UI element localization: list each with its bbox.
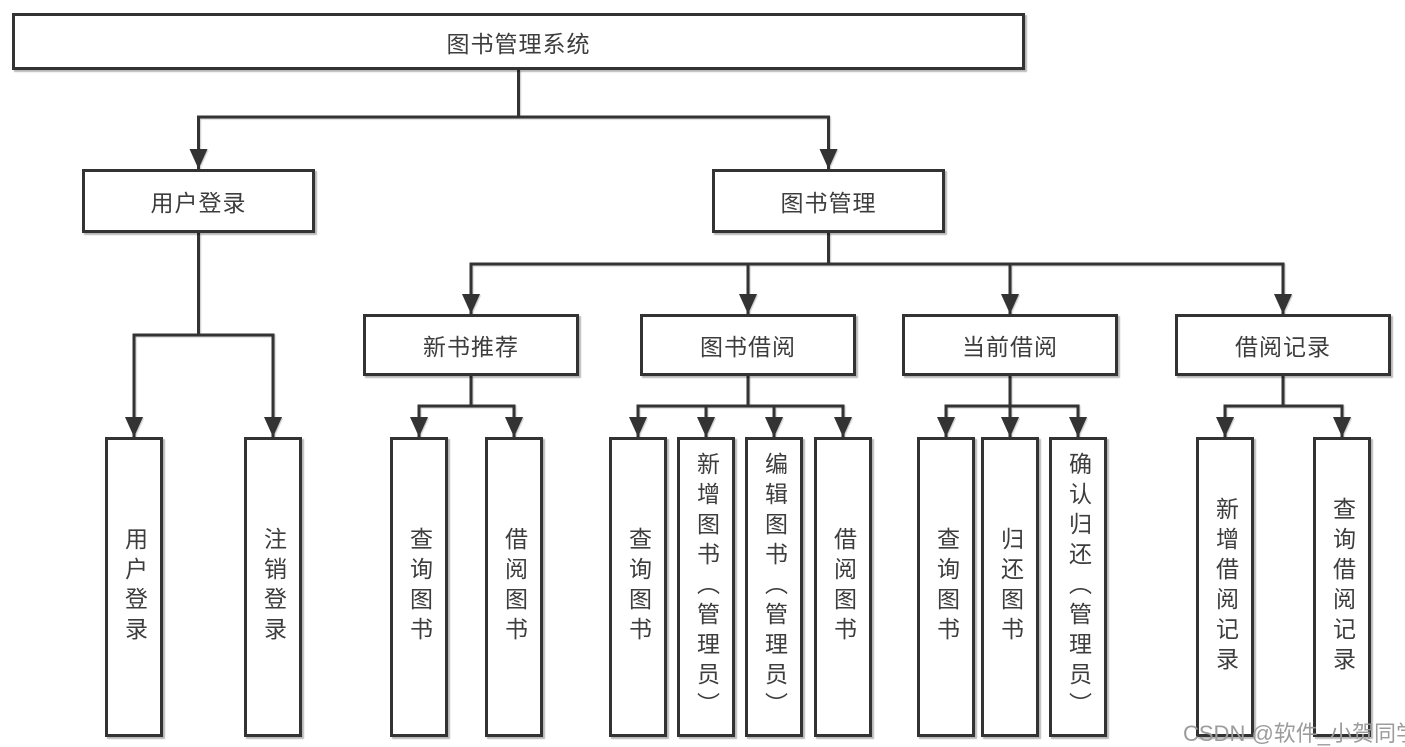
- node-label: 借阅记录: [1235, 334, 1331, 360]
- node-leaf-user-login: 用户登录: [105, 437, 163, 737]
- node-user-login-module: 用户登录: [82, 169, 315, 233]
- node-label: 当前借阅: [962, 334, 1058, 360]
- node-book-management-module: 图书管理: [712, 169, 945, 233]
- node-book-borrowing: 图书借阅: [640, 314, 856, 376]
- node-label: 新增图书（管理员）: [693, 452, 720, 722]
- node-label: 归还图书: [997, 527, 1024, 647]
- node-borrowing-records: 借阅记录: [1175, 314, 1391, 376]
- node-system-root: 图书管理系统: [12, 13, 1025, 70]
- node-leaf-query-books: 查询图书: [917, 437, 975, 737]
- node-label: 查询图书: [625, 527, 652, 647]
- node-label: 查询借阅记录: [1329, 497, 1356, 677]
- node-label: 查询图书: [933, 527, 960, 647]
- node-leaf-edit-books-admin: 编辑图书（管理员）: [745, 437, 803, 737]
- node-label: 用户登录: [121, 527, 148, 647]
- node-label: 用户登录: [150, 190, 247, 216]
- node-leaf-borrow-books: 借阅图书: [485, 437, 543, 737]
- node-leaf-logout: 注销登录: [244, 437, 302, 737]
- node-leaf-add-books-admin: 新增图书（管理员）: [677, 437, 735, 737]
- node-label: 借阅图书: [501, 527, 528, 647]
- node-current-borrowing: 当前借阅: [902, 314, 1118, 376]
- node-leaf-query-books: 查询图书: [390, 437, 448, 737]
- node-label: 注销登录: [260, 527, 287, 647]
- node-leaf-query-borrow-record: 查询借阅记录: [1313, 437, 1371, 737]
- node-label: 图书管理: [780, 190, 877, 216]
- node-leaf-add-borrow-record: 新增借阅记录: [1196, 437, 1254, 737]
- node-leaf-confirm-return-admin: 确认归还（管理员）: [1049, 437, 1107, 737]
- node-label: 图书借阅: [700, 334, 796, 360]
- node-label: 编辑图书（管理员）: [761, 452, 788, 722]
- node-label: 借阅图书: [830, 527, 857, 647]
- node-label: 图书管理系统: [446, 30, 591, 57]
- node-leaf-return-books: 归还图书: [981, 437, 1039, 737]
- node-leaf-query-books: 查询图书: [609, 437, 667, 737]
- node-label: 查询图书: [406, 527, 433, 647]
- csdn-watermark: CSDN @软件_小贺同学: [1183, 721, 1405, 746]
- node-new-book-recommendation: 新书推荐: [363, 314, 579, 376]
- node-label: 新增借阅记录: [1212, 497, 1239, 677]
- node-label: 确认归还（管理员）: [1065, 452, 1092, 722]
- node-leaf-borrow-books: 借阅图书: [814, 437, 872, 737]
- node-label: 新书推荐: [423, 334, 519, 360]
